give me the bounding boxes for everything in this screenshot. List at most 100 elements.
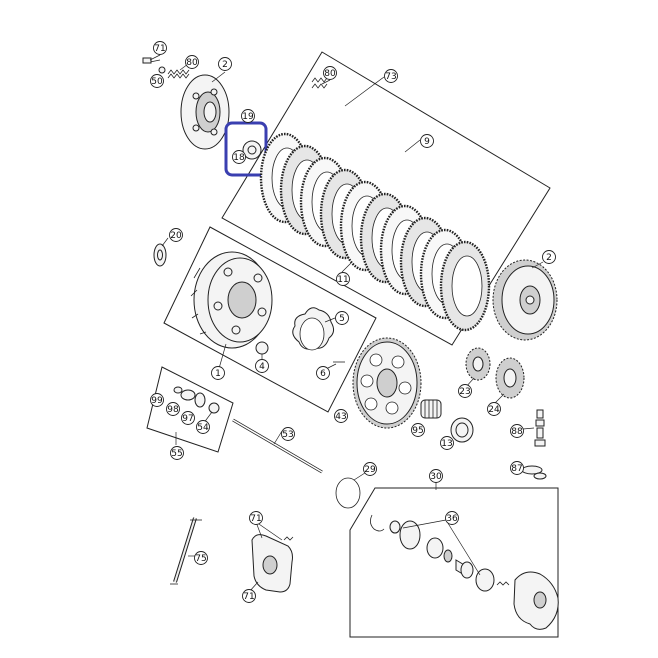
callout-circle [194, 551, 208, 565]
callout-circle [411, 423, 425, 437]
clutch-plate-stack [259, 132, 491, 332]
callout-number: 1 [215, 369, 221, 379]
callout-circle [420, 134, 434, 148]
callout-number: 80 [324, 69, 336, 79]
callout-c97: 97 [181, 411, 195, 425]
pressure-plate-assembly [142, 57, 230, 150]
callout-number: 20 [170, 231, 182, 241]
callout-circle [445, 511, 459, 525]
callout-number: 73 [385, 72, 396, 82]
callout-circle [150, 74, 164, 88]
callout-c55: 55 [170, 446, 184, 460]
callout-c23: 23 [458, 384, 472, 398]
callout-c71a: 71 [153, 41, 167, 55]
callout-circle [218, 57, 232, 71]
callout-c30: 30 [429, 469, 443, 483]
callout-circle [458, 384, 472, 398]
callout-number: 55 [171, 449, 182, 459]
callout-c18: 18 [232, 150, 246, 164]
callout-number: 53 [282, 430, 293, 440]
callout-number: 43 [335, 412, 346, 422]
callout-circle [211, 366, 225, 380]
callout-number: 71 [243, 592, 254, 602]
callout-circle [440, 436, 454, 450]
callout-circle [166, 402, 180, 416]
callout-c4: 4 [255, 359, 269, 373]
callout-circle [384, 69, 398, 83]
callout-c98: 98 [166, 402, 180, 416]
callout-c53: 53 [281, 427, 295, 441]
callout-c1: 1 [211, 366, 225, 380]
callout-c29: 29 [363, 462, 377, 476]
callout-c71c: 71 [242, 589, 256, 603]
clutch-plate-bore [451, 255, 483, 317]
callout-c50: 50 [150, 74, 164, 88]
callout-c80a: 80 [185, 55, 199, 69]
callout-number: 2 [546, 253, 552, 263]
callout-circle [170, 446, 184, 460]
callout-number: 95 [412, 426, 423, 436]
callout-c43: 43 [334, 409, 348, 423]
gear-23-part [465, 347, 491, 381]
bleeder-part [534, 409, 546, 447]
callout-c88: 88 [510, 424, 524, 438]
callout-c75: 75 [194, 551, 208, 565]
bearing-part [242, 140, 262, 160]
callout-number: 29 [364, 465, 376, 475]
washer-part [153, 243, 167, 267]
callout-circle [249, 511, 263, 525]
callout-c6: 6 [316, 366, 330, 380]
callout-circle [323, 66, 337, 80]
callout-number: 5 [339, 314, 345, 324]
callout-c80b: 80 [323, 66, 337, 80]
callout-circle [510, 424, 524, 438]
callout-circle [242, 589, 256, 603]
gear-24-part [495, 357, 525, 399]
callout-c24: 24 [487, 402, 501, 416]
callout-number: 30 [430, 472, 442, 482]
callout-number: 19 [242, 112, 254, 122]
callout-number: 50 [151, 77, 163, 87]
callout-c20: 20 [169, 228, 183, 242]
callout-number: 6 [320, 369, 326, 379]
bushing-part [450, 417, 474, 443]
callout-c19: 19 [241, 109, 255, 123]
callout-circle [281, 427, 295, 441]
callout-number: 71 [250, 514, 261, 524]
callout-circle [181, 411, 195, 425]
callout-circle [232, 150, 246, 164]
callout-circle [510, 461, 524, 475]
callout-number: 2 [222, 60, 228, 70]
callout-number: 36 [446, 514, 458, 524]
grease-gun-part [170, 517, 202, 585]
callout-c9: 9 [420, 134, 434, 148]
damper-part [255, 341, 269, 355]
callout-circle [241, 109, 255, 123]
callout-circle [196, 420, 210, 434]
primary-gear-part [352, 337, 422, 429]
callout-circle [316, 366, 330, 380]
callout-circle [542, 250, 556, 264]
inner-hub-part [492, 259, 558, 341]
slave-cylinder-group [370, 514, 559, 630]
callout-circle [335, 311, 349, 325]
callout-c13: 13 [440, 436, 454, 450]
callout-number: 80 [186, 58, 198, 68]
callout-circle [169, 228, 183, 242]
callout-number: 9 [424, 137, 430, 147]
callout-number: 88 [511, 427, 523, 437]
small-parts-group [173, 386, 220, 414]
callout-number: 13 [441, 439, 452, 449]
callout-number: 11 [337, 275, 348, 285]
callout-number: 18 [233, 153, 245, 163]
spring-small-part [311, 77, 328, 89]
o-ring-part [335, 477, 361, 509]
clutch-basket-part [190, 251, 273, 349]
callout-c5: 5 [335, 311, 349, 325]
slave-cylinder-frame [349, 487, 559, 638]
callout-circle [336, 272, 350, 286]
callout-circle [255, 359, 269, 373]
callout-c95: 95 [411, 423, 425, 437]
